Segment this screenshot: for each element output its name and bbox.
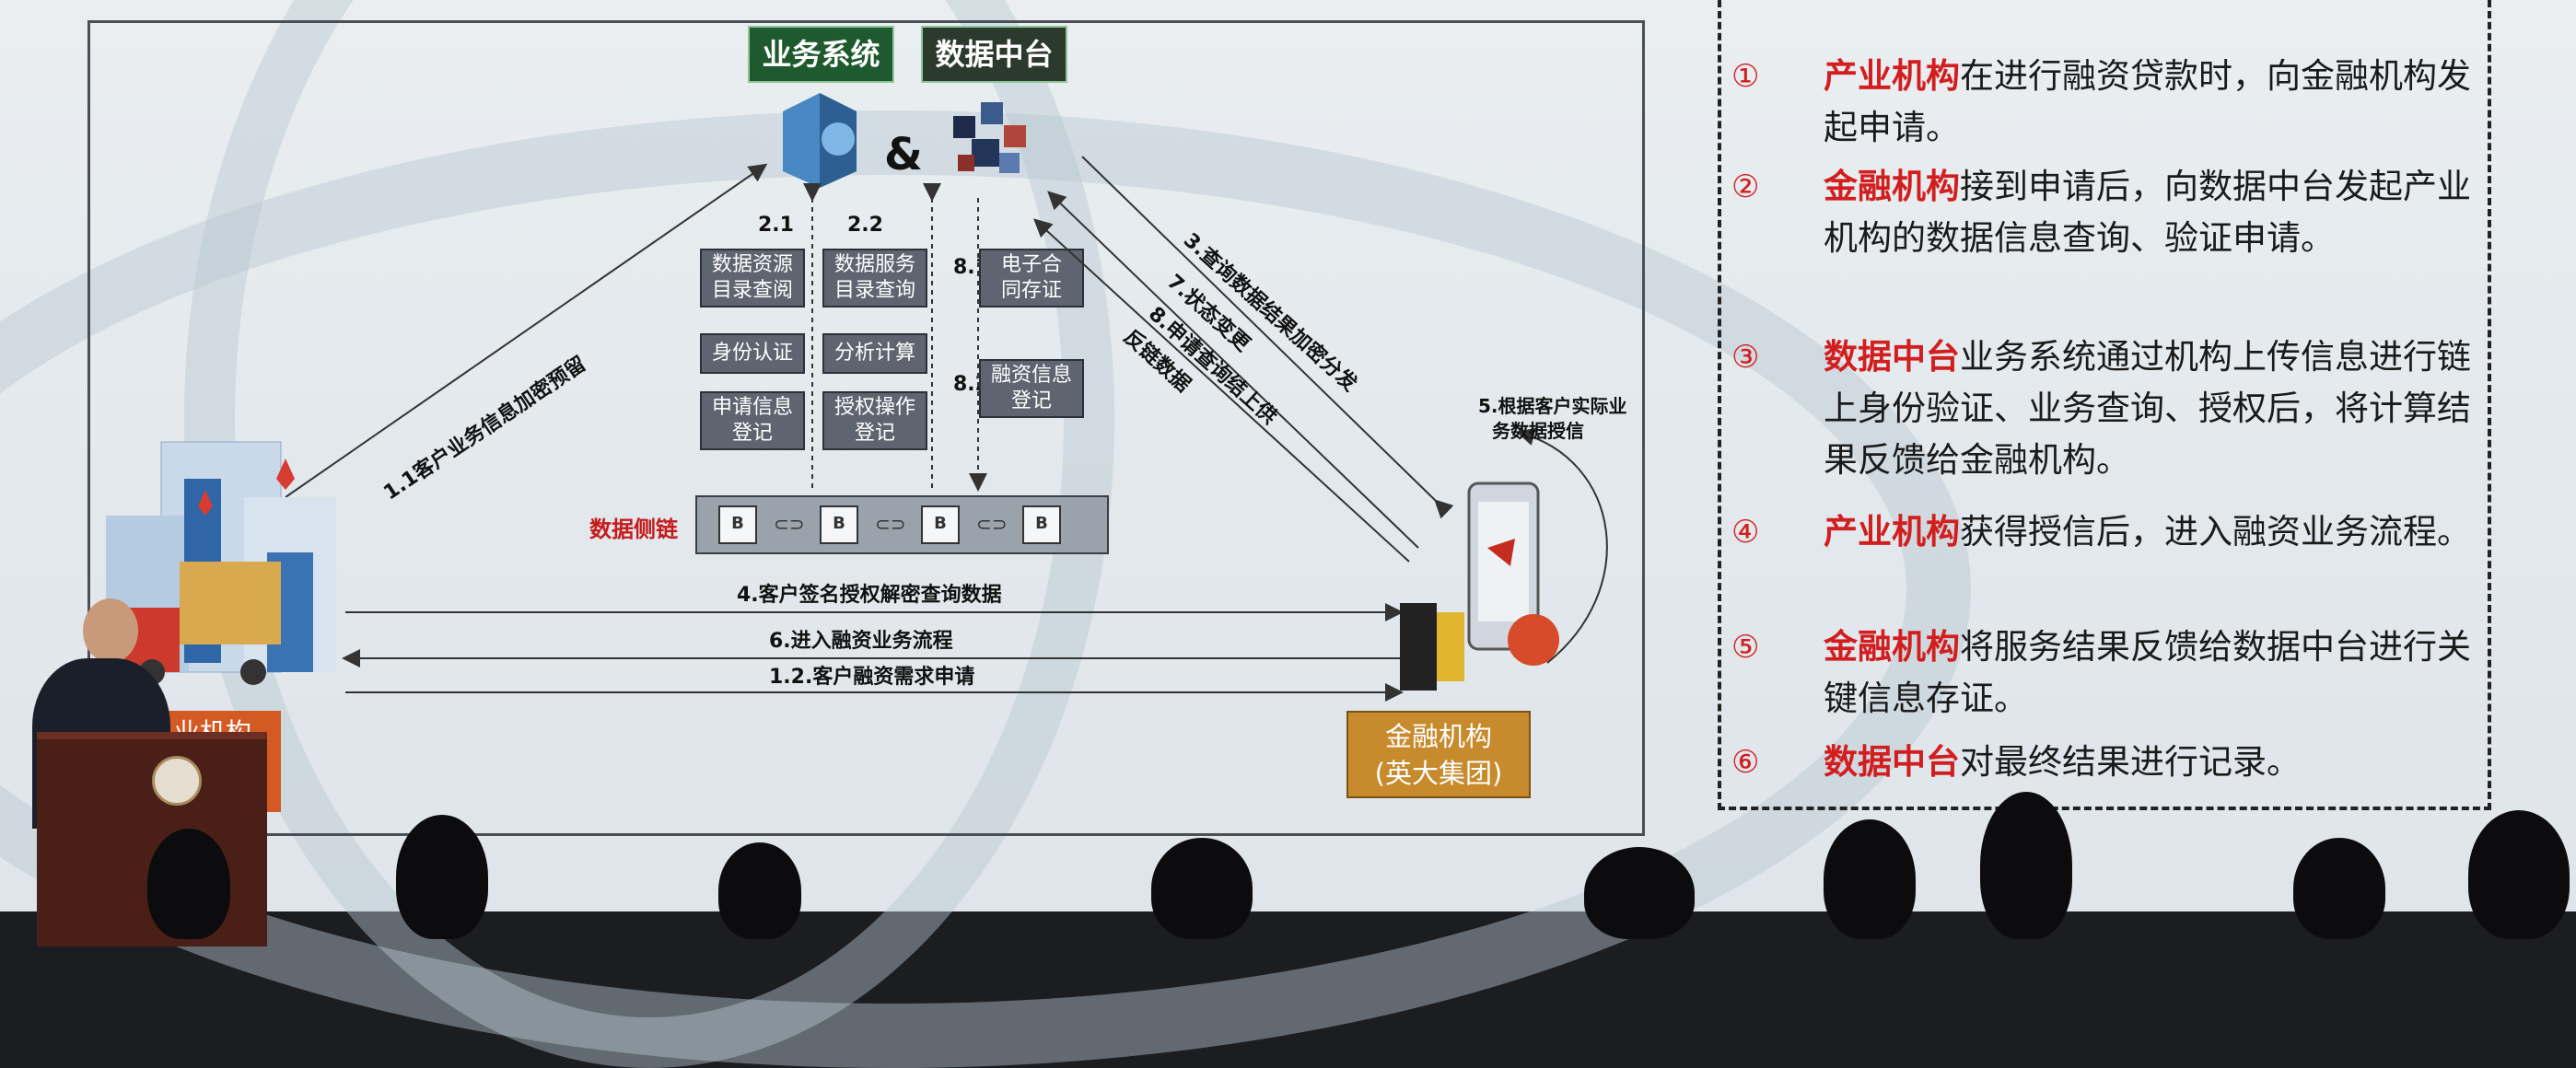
audience-head — [147, 829, 230, 939]
business-system-tag: 业务系统 — [748, 26, 894, 83]
explanation-item: ④ 产业机构获得授信后，进入融资业务流程。 — [1731, 506, 2487, 558]
audience-head — [1980, 792, 2072, 939]
item-text: 将服务结果反馈给数据中台进行关键信息存证。 — [1824, 627, 2471, 718]
audience-head — [2468, 810, 2570, 939]
explanation-item: ① 产业机构在进行融资贷款时，向金融机构发起申请。 — [1731, 51, 2487, 154]
audience — [0, 792, 2576, 939]
audience-head — [2293, 838, 2385, 939]
item-number: ④ — [1731, 514, 1760, 551]
item-text: 对最终结果进行记录。 — [1960, 742, 2301, 782]
item-highlight: 金融机构 — [1824, 167, 1960, 206]
explanation-item: ⑤ 金融机构将服务结果反馈给数据中台进行关键信息存证。 — [1731, 621, 2487, 725]
ampersand: & — [884, 129, 923, 180]
fin-box-line2: (英大集团) — [1374, 758, 1503, 789]
item-number: ① — [1731, 58, 1760, 95]
diagram-arrows — [285, 156, 1608, 702]
module-box: 申请信息 登记 — [700, 391, 805, 450]
module-box: 数据资源 目录查阅 — [700, 249, 805, 308]
finance-illustration — [1400, 482, 1559, 691]
item-highlight: 数据中台 — [1824, 742, 1960, 782]
module-box: 身份认证 — [700, 333, 805, 374]
chain-block: B — [921, 505, 960, 544]
audience-head — [718, 842, 801, 939]
item-number: ⑤ — [1731, 629, 1760, 666]
flow-label: 5.根据客户实际业 — [1478, 395, 1627, 417]
item-number: ② — [1731, 168, 1760, 205]
item-text: 业务系统通过机构上传信息进行链上身份验证、业务查询、授权后，将计算结果反馈给金融… — [1824, 337, 2471, 480]
industry-city-illustration — [106, 441, 336, 685]
diagram-frame — [87, 20, 1645, 836]
chain-block: B — [820, 505, 858, 544]
audience-head — [1824, 819, 1916, 939]
audience-head — [1151, 838, 1253, 939]
item-number: ③ — [1731, 339, 1760, 376]
evidence-box: 融资信息 登记 — [979, 359, 1084, 418]
item-text: 在进行融资贷款时，向金融机构发起申请。 — [1824, 56, 2471, 147]
module-box: 分析计算 — [822, 333, 927, 374]
module-box: 授权操作 登记 — [822, 391, 927, 450]
chain-link-icon: ⊂⊃ — [774, 513, 805, 535]
data-cubes-icon — [953, 102, 1026, 173]
podium-emblem-icon — [152, 756, 202, 806]
module-box: 数据服务 目录查询 — [822, 249, 927, 308]
data-middle-tag: 数据中台 — [921, 26, 1067, 83]
chain-block: B — [1022, 505, 1061, 544]
chain-link-icon: ⊂⊃ — [875, 513, 906, 535]
fin-box-line1: 金融机构 — [1384, 721, 1492, 752]
item-highlight: 数据中台 — [1824, 337, 1960, 377]
item-text: 获得授信后，进入融资业务流程。 — [1960, 512, 2471, 551]
explanation-item: ③ 数据中台业务系统通过机构上传信息进行链上身份验证、业务查询、授权后，将计算结… — [1731, 331, 2487, 486]
explanation-panel — [1718, 0, 2491, 810]
chain-label: 数据侧链 — [589, 517, 678, 542]
explanation-item: ⑥ 数据中台对最终结果进行记录。 — [1731, 737, 2487, 788]
audience-head — [1584, 847, 1695, 939]
item-highlight: 金融机构 — [1824, 627, 1960, 667]
evidence-box: 电子合 同存证 — [979, 249, 1084, 308]
chain-block: B — [718, 505, 757, 544]
step-label: 2.2 — [847, 214, 883, 237]
financial-institution-box: 金融机构 (英大集团) — [1346, 711, 1531, 798]
step-label: 2.1 — [758, 214, 794, 237]
item-highlight: 产业机构 — [1824, 512, 1960, 551]
chain-link-icon: ⊂⊃ — [976, 513, 1008, 535]
explanation-item: ② 金融机构接到申请后，向数据中台发起产业机构的数据信息查询、验证申请。 — [1731, 161, 2487, 264]
flow-label: 6.进入融资业务流程 — [769, 630, 953, 653]
audience-head — [396, 815, 488, 939]
flow-label: 4.客户签名授权解密查询数据 — [737, 584, 1002, 607]
item-text: 接到申请后，向数据中台发起产业机构的数据信息查询、验证申请。 — [1824, 167, 2471, 258]
flow-label: 1.2.客户融资需求申请 — [769, 666, 975, 689]
flow-label: 务数据授信 — [1492, 420, 1584, 442]
item-highlight: 产业机构 — [1824, 56, 1960, 96]
server-building-icon — [783, 93, 857, 188]
item-number: ⑥ — [1731, 744, 1760, 781]
